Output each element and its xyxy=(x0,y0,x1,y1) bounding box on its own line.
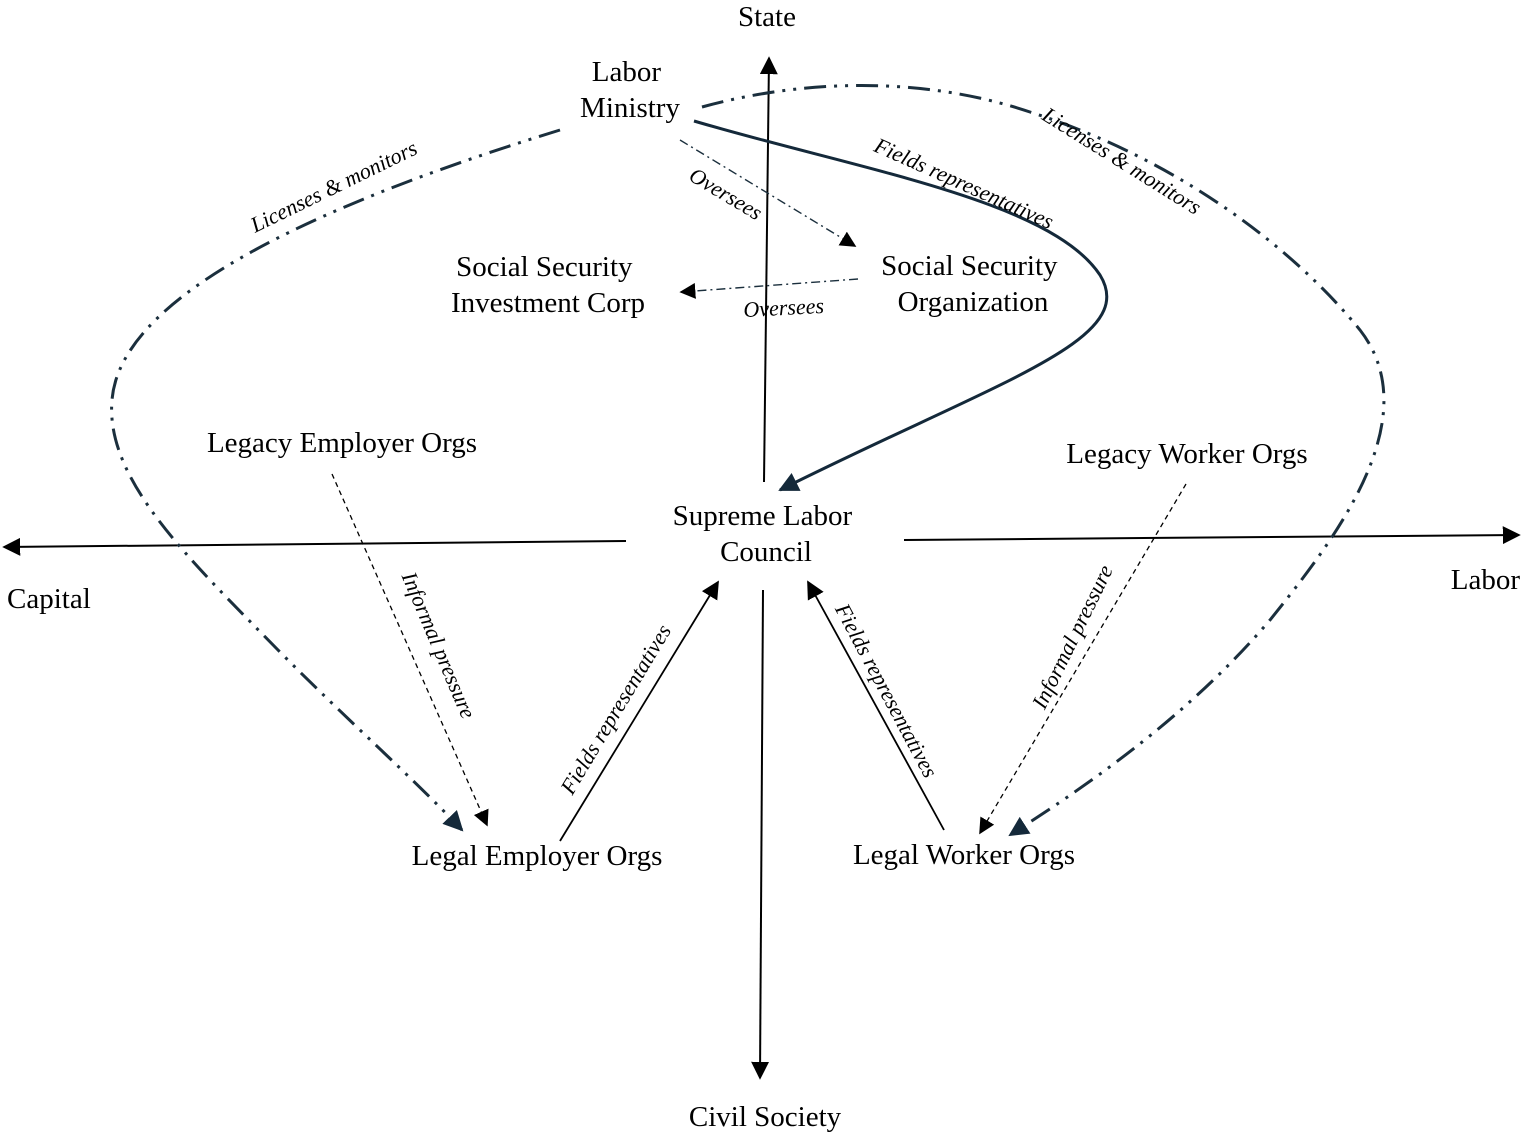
axis-label-labor: Labor xyxy=(1451,564,1521,596)
link-ministry-licenses-legal-worker xyxy=(701,84,1386,837)
link-sso-oversees-ssic xyxy=(679,278,859,299)
node-legacy-employer-orgs: Legacy Employer Orgs xyxy=(207,427,477,459)
node-supreme-labor-council: Supreme Labor Council xyxy=(673,500,860,568)
node-legal-employer-orgs: Legal Employer Orgs xyxy=(412,840,663,872)
edge-label-employer-fields-council: Fields representatives xyxy=(555,620,676,799)
edge-label-legacy-worker-pressure: Informal pressure xyxy=(1026,561,1118,714)
link-ministry-fields-council xyxy=(693,119,1109,492)
edge-label-sso-oversees-ssic: Oversees xyxy=(743,293,825,322)
axis-label-capital: Capital xyxy=(7,583,91,615)
node-social-security-organization: Social Security Organization xyxy=(881,250,1065,318)
link-ministry-licenses-legal-employer xyxy=(110,128,561,832)
edge-label-ministry-oversees-sso: Oversees xyxy=(685,162,767,225)
node-legal-worker-orgs: Legal Worker Orgs xyxy=(853,839,1075,871)
link-legacy-employer-pressure xyxy=(331,473,489,827)
civil-society-axis-arrow xyxy=(751,589,770,1080)
node-legacy-worker-orgs: Legacy Worker Orgs xyxy=(1066,438,1307,470)
link-worker-fields-council xyxy=(807,580,945,831)
link-employer-fields-council xyxy=(559,580,719,842)
edge-label-ministry-licenses-right: Licenses & monitors xyxy=(1037,101,1206,219)
axis-label-civil-society: Civil Society xyxy=(689,1101,842,1133)
edge-label-ministry-fields-council: Fields representatives xyxy=(870,132,1058,234)
link-ministry-oversees-sso xyxy=(679,139,857,247)
labor-axis-arrow xyxy=(903,526,1521,545)
edge-label-worker-fields-council: Fields representatives xyxy=(830,598,943,781)
axis-label-state: State xyxy=(738,1,796,33)
capital-axis-arrow xyxy=(2,537,627,556)
state-axis-arrow xyxy=(759,56,778,483)
node-labor-ministry: Labor Ministry xyxy=(580,56,680,124)
edge-label-legacy-employer-pressure: Informal pressure xyxy=(396,567,481,722)
node-social-security-investment-corp: Social Security Investment Corp xyxy=(451,251,645,319)
link-legacy-worker-pressure xyxy=(979,483,1187,835)
